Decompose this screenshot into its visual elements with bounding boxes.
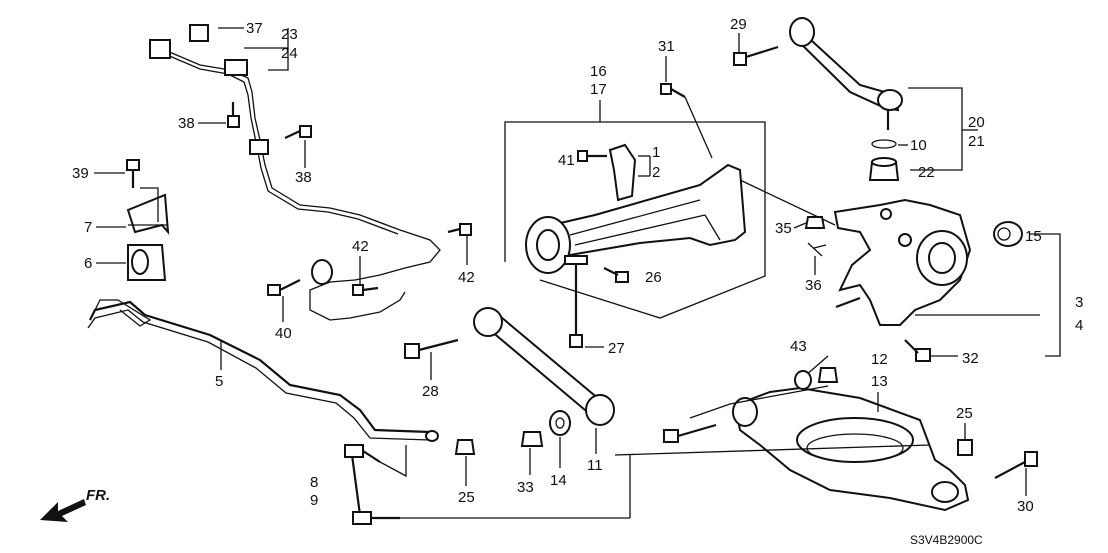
label-35: 35 [775,220,792,237]
label-41: 41 [558,152,575,169]
label-40: 40 [275,325,292,342]
bushing-6 [127,244,167,281]
label-33: 33 [517,479,534,496]
label-27: 27 [608,340,625,357]
label-3: 3 [1075,294,1083,311]
label-11: 11 [587,457,603,474]
stabilizer-group [87,159,439,442]
label-21: 21 [968,133,985,150]
bolt-39 [126,159,140,188]
ring-10 [871,139,897,149]
label-43: 43 [790,338,807,355]
label-13: 13 [871,373,888,390]
bushing-15 [993,221,1023,247]
bolt-38-upper [227,102,240,128]
label-31: 31 [658,38,675,55]
bolt-28 [404,338,459,359]
label-5: 5 [215,373,223,390]
nut-43 [817,367,839,383]
bracket-7 [126,193,170,235]
nut-33 [520,431,544,447]
label-30: 30 [1017,498,1034,515]
sensor-40 [267,259,333,296]
label-7: 7 [84,219,92,236]
nut-25-right [957,439,973,456]
bracket-16-17 [504,121,766,215]
label-16: 16 [590,63,607,80]
bolt-32 [904,339,931,362]
upper-arm-bracket-plate [564,255,588,265]
label-26: 26 [645,269,662,286]
callout-labels: 37 23 24 38 38 39 7 6 5 42 42 40 28 8 9 … [72,16,1083,547]
knuckle-group [804,198,1061,362]
harness-group [149,24,472,321]
label-10: 10 [910,137,927,154]
label-2: 2 [652,164,660,181]
label-24: 24 [281,45,298,62]
label-4: 4 [1075,317,1083,334]
label-37: 37 [246,20,263,37]
label-25-right: 25 [956,405,973,422]
label-23: 23 [281,26,298,43]
label-1: 1 [652,144,660,161]
pin-36 [807,242,827,257]
bolt-31 [660,83,713,159]
label-6: 6 [84,255,92,272]
upper-link-group [733,17,978,181]
front-label: FR. [86,487,110,504]
bolt-42-a [352,284,379,296]
nut-35 [804,216,826,229]
washer-43 [794,370,812,390]
stabilizer-bar [89,300,431,434]
label-22: 22 [918,164,935,181]
label-20: 20 [968,114,985,131]
bolt-29 [733,45,779,66]
label-8: 8 [310,474,318,491]
label-42-b: 42 [458,269,475,286]
lateral-link-group [404,307,615,426]
bracket-1-2 [608,143,637,202]
bolt-30 [994,451,1038,479]
label-28: 28 [422,383,439,400]
label-14: 14 [550,472,567,489]
clip-37 [189,24,209,42]
upper-arm-group [504,83,836,348]
bracket-23-24 [224,59,248,76]
label-12: 12 [871,351,888,368]
label-9: 9 [310,492,318,509]
lower-arm-group [614,355,1038,512]
bolt-42-b [447,223,472,236]
label-29: 29 [730,16,747,33]
bolt-41 [577,150,607,162]
label-15: 15 [1025,228,1042,245]
stabilizer-link [344,444,631,525]
label-42-a: 42 [352,238,369,255]
front-arrow-icon [40,499,86,522]
connector-plug [149,39,171,59]
label-38-upper: 38 [178,115,195,132]
bolt-27 [569,265,583,348]
label-38-lower: 38 [295,169,312,186]
label-25-left: 25 [458,489,475,506]
label-17: 17 [590,81,607,98]
label-32: 32 [962,350,979,367]
nut-25-left [454,439,476,455]
label-39: 39 [72,165,89,182]
label-36: 36 [805,277,822,294]
washer-14 [549,410,571,436]
diagram-code: S3V4B2900C [910,533,983,547]
bolt-long [663,423,717,443]
bolt-38-lower [284,125,312,139]
bolt-26 [603,267,629,283]
